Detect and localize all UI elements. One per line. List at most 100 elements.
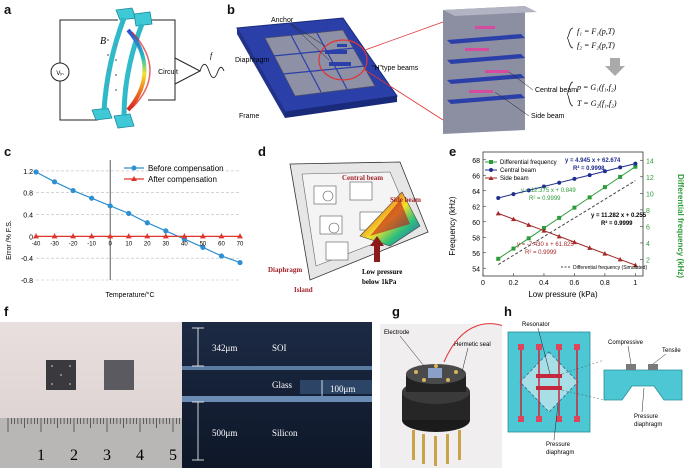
equation-f2: f₂ = F₂(p,T) (577, 41, 615, 50)
ruler-number: 4 (136, 447, 144, 464)
chart-e-point (557, 215, 562, 220)
pressure-diaphragm-label-2: diaphragm (546, 450, 574, 456)
chart-e-y2tick: 2 (646, 257, 650, 264)
output-wave-icon (199, 63, 225, 79)
panel-label-h: h (504, 304, 512, 319)
chart-e-y2label: Differential frequency (kHz) (676, 174, 685, 278)
dim-500-label: 500μm (212, 428, 237, 438)
chart-e-point (541, 226, 546, 231)
fem-diaphragm-label: Diaphragm (268, 266, 302, 274)
chart-e-annot-sim-eq: y = 11.282 x + 0.255 (591, 213, 647, 219)
chart-e-y2tick: 4 (646, 241, 650, 248)
panel-label-d: d (258, 144, 266, 159)
sem-cross-section (182, 322, 372, 468)
chart-e-y2tick: 10 (646, 191, 654, 198)
chart-c-xtick: -10 (87, 241, 96, 247)
chart-e-xtick: 0.2 (509, 280, 519, 287)
chart-e-point (495, 210, 501, 216)
chart-c-ytick: -0.4 (21, 256, 33, 263)
chart-c-legend: Before compensation After compensation (124, 164, 224, 184)
chart-e-xtick: 0.4 (539, 280, 549, 287)
chart-e-point (587, 173, 592, 178)
chart-e-ytick: 62 (472, 204, 480, 211)
chart-e-point (511, 246, 516, 251)
central-beam-label: Central beam (535, 87, 577, 94)
chart-e-point (633, 161, 638, 166)
chart-c-series-line-0 (35, 171, 241, 264)
chart-e-point (526, 236, 531, 241)
chip-sample-2 (104, 360, 134, 390)
chart-e-point (510, 216, 516, 222)
chart-e-ytick: 58 (472, 235, 480, 242)
equation-p: p = G₁(f₁,f₂) (576, 83, 617, 92)
chart-e-legend-side: Side beam (500, 176, 529, 182)
chart-c-ytick: 0 (29, 234, 33, 241)
panel-label-f: f (4, 304, 9, 319)
chart-e-point (632, 262, 638, 268)
chart-c-point (51, 179, 58, 185)
chart-e-xlabel: Low pressure (kPa) (528, 290, 598, 299)
chart-c-ylabel: Error /% F.S. (6, 220, 13, 260)
chart-e-point (496, 195, 501, 200)
field-b-label: B (100, 36, 106, 47)
dim-342-label: 342μm (212, 343, 237, 353)
chart-e-annot-diff-r2: R² = 0.9999 (529, 196, 561, 202)
chart-e-plot-frame (482, 151, 644, 277)
chart-e-xtick: 0.6 (570, 280, 580, 287)
sensor-structure-diagram: Anchor Diaphragm Frame "H"type beams Cen… (235, 6, 625, 134)
chart-c-point (125, 233, 132, 239)
vin-label: Vᵢₙ (56, 71, 64, 77)
panel-d: d Central beam Side beam Diaphragm Islan… (250, 140, 445, 300)
chart-c-legend-after: After compensation (148, 175, 217, 184)
fem-lowpressure-sub-label: below 1kPa (362, 278, 397, 286)
panel-label-b: b (227, 2, 235, 17)
circuit-label: Circuit (158, 69, 178, 76)
chart-c-point (237, 233, 243, 239)
chart-c-xtick: 40 (181, 241, 188, 247)
chart-e-legend-diff: Differential frequency (500, 160, 557, 166)
chart-e-point (556, 233, 562, 239)
chart-c-point (162, 233, 169, 239)
chart-e-annot-side-eq: y = -7.430 x + 61.825 (517, 242, 574, 248)
chart-c-xtick: 70 (237, 241, 244, 247)
chart-e-point (541, 228, 547, 233)
chart-c-point (51, 233, 58, 239)
arrow-down-icon (605, 58, 625, 76)
packaged-sensor-photo: Electrode Hermetic seal (380, 323, 502, 468)
chart-e-point (541, 184, 546, 189)
chart-c-xlabel: Temperature/°C (105, 291, 154, 299)
side-beam-label: Side beam (531, 113, 565, 120)
chart-e-point (587, 245, 593, 250)
chart-c-legend-before: Before compensation (148, 164, 224, 173)
chart-e-ytick: 54 (472, 266, 480, 273)
panel-g: g Electrode Hermetic seal (372, 300, 502, 468)
chart-c-point (163, 228, 169, 234)
resonator-label: Resonator (522, 322, 550, 328)
chart-e-annot-central-r2: R² = 0.9998 (573, 165, 605, 172)
chart-e-annot-diff-eq: y = 12.375 x + 0.849 (521, 188, 576, 194)
fem-central-beam-label: Central beam (342, 174, 383, 182)
fem-side-beam-label: Side beam (390, 196, 421, 204)
chart-e-y2tick: 6 (646, 224, 650, 231)
chart-c-point (181, 233, 188, 239)
panel-b: b Anchor Diaphragm Frame "H"type beams (225, 0, 685, 140)
pressure-arrow-icon (370, 236, 384, 246)
tensile-label: Tensile (662, 348, 681, 354)
soi-label: SOI (272, 343, 287, 353)
ruler-number: 5 (169, 447, 177, 464)
mounting-schematic: Resonator Pressure diaphragm Compressive… (507, 322, 683, 456)
chart-c-point (70, 233, 77, 239)
chart-c-xtick: -30 (50, 241, 59, 247)
chart-c-point (107, 233, 114, 239)
pressure-diaphragm-label-1: Pressure (546, 442, 571, 448)
chart-c-ytick: 1.2 (23, 169, 33, 176)
zoom-detail (443, 6, 525, 134)
ruler-number: 3 (103, 447, 111, 464)
fem-island-label: Island (294, 286, 313, 294)
resonator-circuit-diagram: Vᵢₙ B Circuit f (50, 7, 225, 129)
chart-e-annot-central-eq: y = 4.945 x + 62.674 (565, 158, 621, 164)
chart-e-point (572, 176, 577, 181)
